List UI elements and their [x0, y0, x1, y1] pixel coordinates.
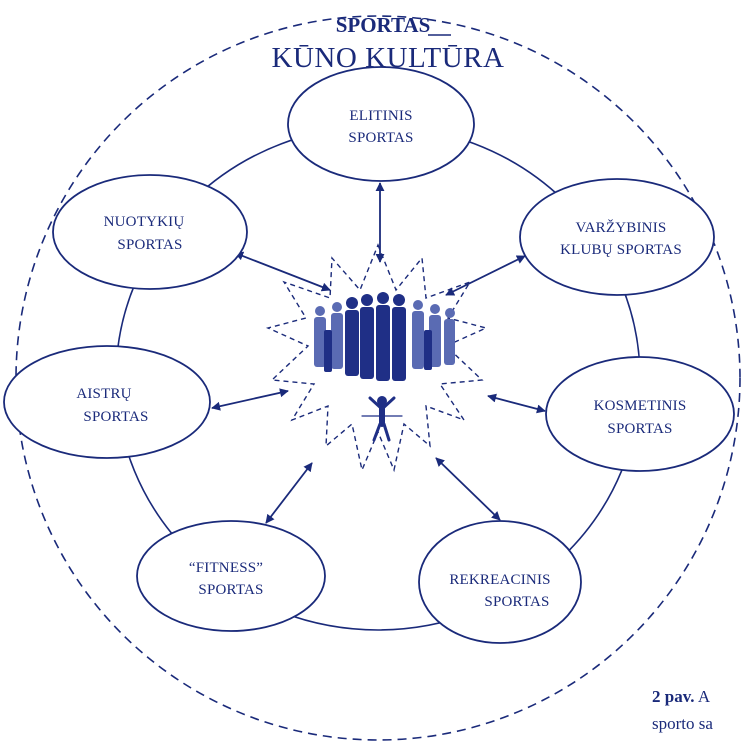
label-kosmetinis-line1: KOSMETINIS: [594, 398, 687, 414]
runner-icon: [361, 396, 403, 442]
label-nuotykiu-line2: SPORTAS: [117, 237, 182, 253]
arrow-kosmetinis: [487, 393, 546, 414]
caption-line1-rest: A: [697, 687, 711, 706]
label-fitness-line1: “FITNESS”: [189, 560, 263, 576]
label-varzybinis-line2: KLUBŲ SPORTAS: [560, 242, 682, 258]
node-kosmetinis: [545, 356, 735, 472]
caption-line-2: sporto sa: [652, 714, 713, 733]
figure-caption: 2 pav. A sporto sa: [652, 683, 713, 737]
label-rekreacinis-line1: REKREACINIS: [449, 572, 550, 588]
node-rekreacinis: [418, 520, 582, 644]
outer-dashed-circle: [15, 15, 741, 741]
label-kosmetinis-line2: SPORTAS: [607, 421, 672, 437]
label-elitinis-line1: ELITINIS: [349, 108, 412, 124]
label-aistru-line1: AISTRŲ: [76, 386, 131, 402]
label-nuotykiu-line1: NUOTYKIŲ: [104, 214, 185, 230]
group-of-people-icon: [314, 292, 455, 381]
label-aistru-line2: SPORTAS: [83, 409, 148, 425]
caption-line-1: 2 pav. A: [652, 683, 713, 710]
label-elitinis-line2: SPORTAS: [348, 130, 413, 146]
node-nuotykiu: [52, 174, 248, 290]
label-varzybinis-line1: VARŽYBINIS: [576, 219, 667, 236]
caption-label: 2 pav.: [652, 687, 695, 706]
arrow-rekreacinis: [435, 457, 501, 521]
diagram-title: SPORTAS: [336, 13, 431, 37]
label-fitness-line2: SPORTAS: [198, 582, 263, 598]
node-aistru: [3, 345, 211, 459]
label-rekreacinis-line2: SPORTAS: [484, 594, 549, 610]
arrow-aistru: [211, 388, 289, 411]
arrow-fitness: [265, 462, 313, 524]
node-fitness: [136, 520, 326, 632]
node-varzybinis: [519, 178, 715, 296]
arrow-nuotykiu: [234, 251, 331, 292]
node-elitinis: [287, 66, 475, 182]
arrow-varzybinis: [445, 255, 526, 296]
